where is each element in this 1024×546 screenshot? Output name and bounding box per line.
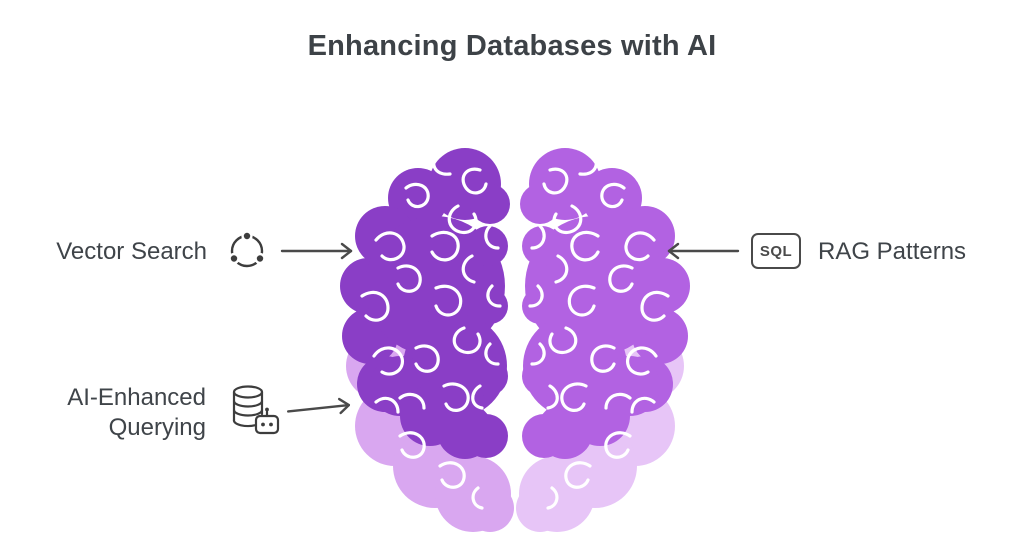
ai-querying-label-line2: Querying [108,414,206,441]
sql-badge-text: SQL [759,242,793,260]
brain-illustration [340,148,690,532]
network-node-dots [228,230,266,265]
right-hemisphere [516,148,690,532]
database-robot-icon [232,385,280,435]
network-nodes-icon [228,230,266,268]
rag-patterns-arrow [667,242,740,260]
ai-querying-label: AI-Enhanced Querying [20,383,206,443]
vector-search-arrow [280,242,353,260]
ai-querying-arrow [286,397,351,415]
robot-head [254,407,280,435]
vector-search-label: Vector Search [56,238,207,265]
ai-querying-label-line1: AI-Enhanced [67,384,206,411]
left-hemisphere [340,148,514,532]
sql-badge-icon: SQL [751,233,801,269]
rag-patterns-label: RAG Patterns [818,238,967,265]
page-title: Enhancing Databases with AI [307,30,717,62]
